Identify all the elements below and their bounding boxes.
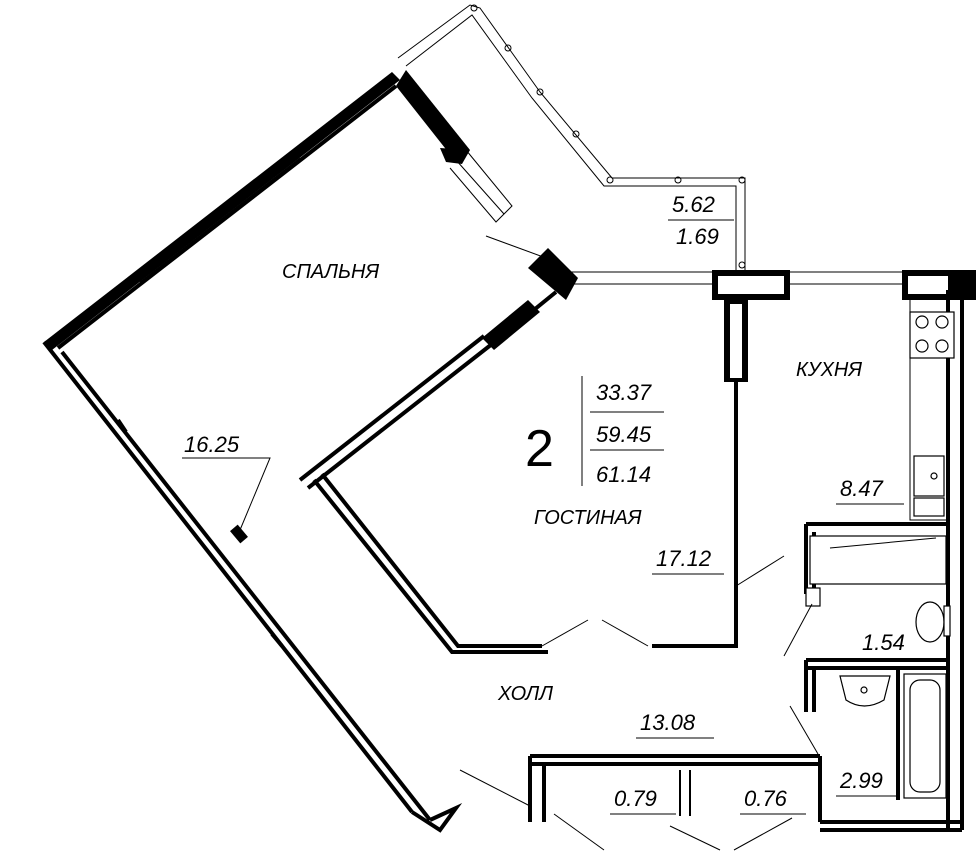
living-walls [312, 270, 904, 654]
hall-label: ХОЛЛ [497, 683, 553, 705]
balcony [397, 4, 746, 270]
bathroom-area: 2.99 [839, 768, 883, 793]
bedroom-label: СПАЛЬНЯ [282, 261, 379, 283]
bedroom-area-leader [182, 457, 271, 531]
kitchen-label: КУХНЯ [796, 359, 862, 381]
living-area: 33.37 [596, 380, 652, 405]
kitchen-walls [902, 270, 976, 830]
kitchen-area: 8.47 [840, 476, 884, 501]
total-area-with-balcony: 61.14 [596, 462, 651, 487]
living-label: ГОСТИНАЯ [534, 507, 642, 529]
bedroom-living-partition [298, 235, 578, 490]
toilet-area: 1.54 [862, 630, 905, 655]
balcony-area-full: 5.62 [672, 192, 715, 217]
bedroom-walls [42, 70, 513, 833]
rooms-count: 2 [525, 420, 554, 478]
balcony-area: 5.62 1.69 [668, 192, 734, 249]
hall-area: 13.08 [640, 710, 696, 735]
closets [459, 754, 962, 851]
balcony-area-reduced: 1.69 [676, 224, 719, 249]
total-area: 59.45 [596, 422, 652, 447]
closet-right-area: 0.76 [744, 786, 788, 811]
apartment-summary: 2 33.37 59.45 61.14 [525, 376, 664, 487]
wc-walls [783, 522, 951, 800]
living-area-value: 17.12 [656, 546, 711, 571]
bedroom-area: 16.25 [184, 432, 240, 457]
closet-left-area: 0.79 [614, 786, 657, 811]
